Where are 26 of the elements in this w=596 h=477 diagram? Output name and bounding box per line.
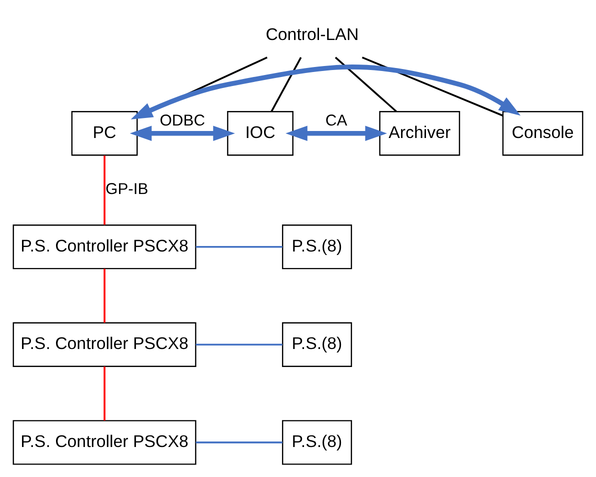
node-box: P.S. Controller PSCX8 bbox=[12, 420, 196, 464]
edge-label: GP-IB bbox=[106, 180, 148, 198]
node-box: Archiver bbox=[379, 110, 460, 156]
connector bbox=[104, 268, 106, 322]
node-box: IOC bbox=[227, 110, 294, 156]
node-box: P.S. Controller PSCX8 bbox=[12, 224, 196, 269]
connector bbox=[196, 441, 282, 443]
node-box: PC bbox=[71, 110, 138, 156]
arrow bbox=[130, 64, 521, 119]
connector bbox=[104, 154, 106, 224]
node-box: P.S. Controller PSCX8 bbox=[12, 322, 196, 366]
node-box: P.S.(8) bbox=[282, 420, 352, 464]
edge-label: ODBC bbox=[160, 112, 206, 129]
connector bbox=[270, 56, 302, 112]
connector bbox=[334, 56, 397, 112]
node-box: P.S.(8) bbox=[282, 322, 352, 366]
edge-label: CA bbox=[325, 112, 348, 129]
arrow bbox=[286, 125, 387, 140]
connector bbox=[196, 245, 282, 248]
connector bbox=[362, 56, 504, 116]
connector bbox=[104, 366, 106, 420]
node-box: P.S.(8) bbox=[282, 224, 352, 269]
arrow bbox=[130, 125, 235, 140]
connector bbox=[196, 343, 282, 346]
node-text: Control-LAN bbox=[266, 24, 359, 44]
node-box: Console bbox=[502, 110, 584, 156]
